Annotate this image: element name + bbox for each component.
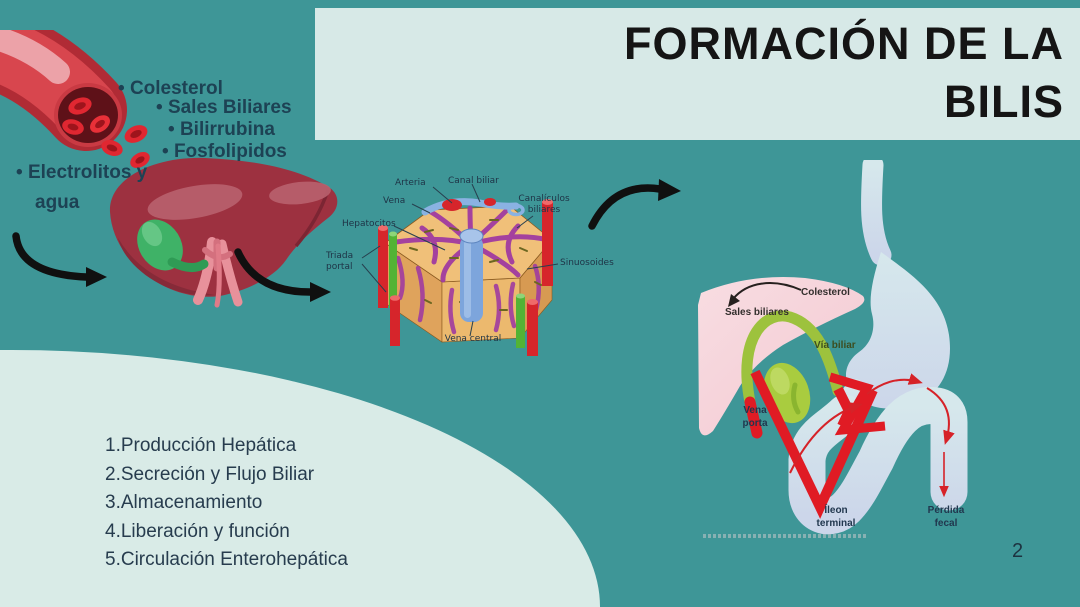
step-2: 2.Secreción y Flujo Biliar (105, 463, 315, 485)
lobule-label-hepatocitos: Hepatocitos (342, 219, 396, 229)
lobule-label-canal-biliar: Canal biliar (448, 176, 499, 186)
lobule-label-canaliculos: Canalículos biliares (518, 194, 570, 215)
lobule-label-triada-portal: Triada portal (326, 251, 354, 272)
gallbladder (137, 219, 209, 272)
enterohepatic-circulation-diagram (698, 160, 968, 535)
bullet-bilirrubina: Bilirrubina (168, 115, 282, 145)
artery-illustration (0, 30, 150, 169)
intestine-tube (788, 387, 968, 535)
step-5: 5.Circulación Enterohepática (105, 549, 348, 570)
circ-label-via-biliar: Vía biliar (814, 340, 856, 351)
process-arrow-1 (12, 232, 107, 287)
flow-arrows-red (789, 373, 955, 498)
page-number: 2 (1012, 540, 1024, 562)
bullet-electrolitos: Electrolitos y agua (16, 158, 156, 218)
step-1: 1.Producción Hepática (105, 435, 297, 456)
lobule-label-vena-central: Vena central (444, 334, 502, 344)
bullet-sales-biliares: Sales Biliares (156, 93, 292, 123)
steps-list: 1.Producción Hepática 2.Secreción y Fluj… (105, 432, 348, 575)
circ-label-ileon-terminal: Íleon terminal (816, 505, 856, 529)
circ-label-perdida-fecal: Pérdida fecal (927, 505, 965, 529)
circ-label-colesterol: Colesterol (801, 287, 850, 298)
step-4: 4.Liberación y función (105, 520, 290, 542)
top-vein-tube (421, 198, 520, 216)
portal-triad-rods (378, 199, 553, 356)
slide-title-line1: FORMACIÓN DE LA (624, 17, 1064, 69)
attribution-micro-text (703, 534, 868, 538)
title-panel: FORMACIÓN DE LA BILIS (315, 8, 1080, 140)
liver-silhouette-pink (698, 277, 865, 436)
hepatic-vessels (193, 237, 243, 308)
lobule-label-sinuosoides: Sinuosoides (560, 258, 614, 268)
colesterol-arrow (728, 282, 802, 307)
slide-title-line2: BILIS (943, 76, 1064, 127)
circ-label-vena-porta: Vena porta (742, 405, 768, 429)
lobule-label-arteria: Arteria (395, 178, 426, 188)
lobule-label-vena: Vena (383, 196, 406, 206)
circ-label-sales-biliares: Sales biliares (725, 307, 789, 318)
bullet-fosfolipidos: Fosfolipidos (162, 137, 294, 167)
label-leader-lines (361, 183, 559, 337)
step-3: 3.Almacenamiento (105, 492, 263, 513)
top-artery (442, 199, 462, 211)
central-vein (459, 228, 484, 322)
liver-lobule-diagram (361, 183, 559, 356)
